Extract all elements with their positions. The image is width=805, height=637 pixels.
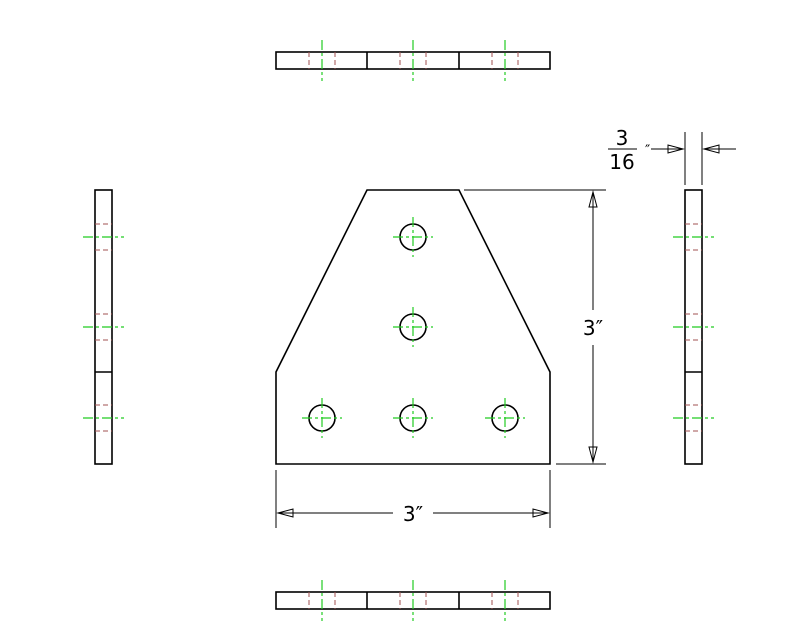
front-view [275,189,551,465]
height-dimension: 3″ [464,189,606,465]
right-view [673,189,714,465]
left-view [83,189,124,465]
plate-outline [275,189,551,465]
width-dimension-label: 3″ [403,502,423,526]
thickness-numerator: 3 [616,126,629,150]
thickness-denominator: 16 [609,150,634,174]
top-view [275,40,551,81]
bottom-view [275,580,551,621]
width-dimension: 3″ [275,470,551,528]
thickness-dimension: 3 16 ″ [608,126,736,185]
thickness-unit: ″ [645,143,650,159]
height-dimension-label: 3″ [583,316,603,340]
